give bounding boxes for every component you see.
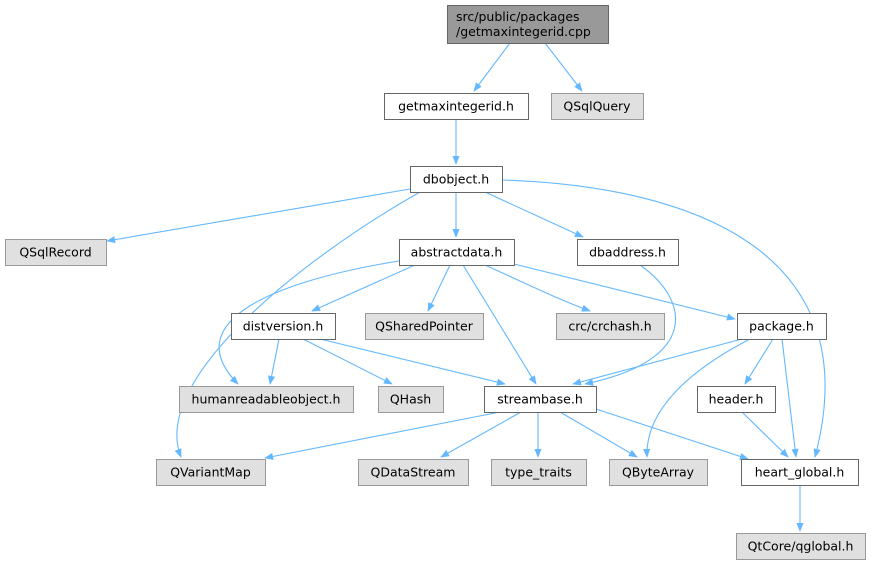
node-box [378, 386, 444, 413]
edge-abstractdata-h-to-streambase-h [462, 264, 537, 385]
nodes-layer: src/public/packages/getmaxintegerid.cpp g… [5, 5, 866, 560]
node-box [384, 93, 529, 120]
node-label: /getmaxintegerid.cpp [456, 24, 591, 39]
node-box [491, 459, 587, 486]
node-qbytearray[interactable]: QByteArray [609, 459, 708, 486]
edge-streambase-h-to-qbytearray [559, 411, 638, 458]
node-root[interactable]: src/public/packages/getmaxintegerid.cpp [447, 5, 609, 44]
node-qglobal-h[interactable]: QtCore/qglobal.h [736, 533, 866, 560]
node-label: src/public/packages [456, 9, 580, 24]
node-label: QSharedPointer [375, 319, 474, 334]
node-getmaxintegerid-h[interactable]: getmaxintegerid.h [384, 93, 529, 120]
node-type-traits[interactable]: type_traits [491, 459, 587, 486]
edge-abstractdata-h-to-humanreadableobject-h [218, 260, 400, 385]
edges-layer [106, 42, 826, 532]
node-streambase-h[interactable]: streambase.h [484, 386, 597, 413]
node-qsqlquery[interactable]: QSqlQuery [551, 93, 644, 120]
node-heart-global-h[interactable]: heart_global.h [741, 459, 859, 486]
node-box [410, 166, 503, 193]
node-box [365, 313, 484, 340]
edge-abstractdata-h-to-package-h [513, 263, 736, 321]
edge-dbobject-h-to-dbaddress-h [484, 191, 584, 238]
node-header-h[interactable]: header.h [697, 386, 776, 413]
edge-abstractdata-h-to-crchash-h [484, 264, 591, 312]
node-label: QVariantMap [170, 465, 251, 480]
node-box [231, 313, 336, 340]
edge-package-h-to-header-h [744, 338, 774, 385]
node-label: crc/crchash.h [568, 319, 651, 334]
node-label: QSqlRecord [19, 245, 91, 260]
edge-distversion-h-to-humanreadableobject-h [268, 338, 280, 385]
node-qsharedpointer[interactable]: QSharedPointer [365, 313, 484, 340]
edge-package-h-to-heart-global-h [781, 338, 799, 458]
node-abstractdata-h[interactable]: abstractdata.h [399, 239, 515, 266]
node-label: dbaddress.h [589, 245, 666, 260]
node-label: heart_global.h [755, 465, 845, 480]
node-box [179, 386, 354, 413]
edge-root-to-qsqlquery [544, 42, 583, 92]
edge-dbobject-h-to-qsqlrecord [106, 188, 411, 244]
node-label: QHash [390, 392, 431, 407]
node-dbobject-h[interactable]: dbobject.h [410, 166, 503, 193]
node-label: QSqlQuery [563, 99, 631, 114]
node-qhash[interactable]: QHash [378, 386, 444, 413]
node-box [737, 313, 827, 340]
node-box [551, 93, 644, 120]
node-box [577, 239, 679, 266]
edge-dbobject-h-to-heart-global-h [501, 179, 826, 458]
edge-dbaddress-h-to-streambase-h [584, 264, 677, 386]
edge-abstractdata-h-to-qsharedpointer [427, 264, 451, 312]
node-label: streambase.h [497, 392, 583, 407]
edge-package-h-to-streambase-h [572, 338, 743, 386]
edge-abstractdata-h-to-distversion-h [311, 264, 416, 312]
node-box [358, 459, 469, 486]
edge-streambase-h-to-heart-global-h [595, 408, 749, 460]
node-label: QtCore/qglobal.h [748, 539, 854, 554]
node-box [447, 5, 609, 44]
node-box [156, 459, 266, 486]
edge-streambase-h-to-qvariantmap [264, 411, 501, 460]
node-qsqlrecord[interactable]: QSqlRecord [5, 239, 107, 266]
node-crchash-h[interactable]: crc/crchash.h [556, 313, 665, 340]
node-label: abstractdata.h [411, 245, 503, 260]
node-label: dbobject.h [423, 172, 489, 187]
node-label: header.h [709, 392, 764, 407]
edge-root-to-getmaxintegerid-h [473, 42, 511, 92]
node-box [484, 386, 597, 413]
edge-header-h-to-heart-global-h [741, 411, 789, 458]
node-box [399, 239, 515, 266]
node-label: getmaxintegerid.h [398, 99, 514, 114]
node-label: humanreadableobject.h [192, 392, 341, 407]
node-label: distversion.h [243, 319, 324, 334]
node-label: QByteArray [622, 465, 695, 480]
node-label: QDataStream [371, 465, 456, 480]
node-box [556, 313, 665, 340]
edge-package-h-to-qbytearray [643, 338, 751, 458]
node-dbaddress-h[interactable]: dbaddress.h [577, 239, 679, 266]
node-box [697, 386, 776, 413]
node-box [736, 533, 866, 560]
node-box [5, 239, 107, 266]
node-label: type_traits [505, 465, 572, 480]
edge-distversion-h-to-qhash [302, 338, 393, 385]
edge-streambase-h-to-qdatastream [440, 411, 522, 458]
node-qvariantmap[interactable]: QVariantMap [156, 459, 266, 486]
node-box [741, 459, 859, 486]
node-package-h[interactable]: package.h [737, 313, 827, 340]
node-humanreadableobject-h[interactable]: humanreadableobject.h [179, 386, 354, 413]
node-box [609, 459, 708, 486]
node-distversion-h[interactable]: distversion.h [231, 313, 336, 340]
node-qdatastream[interactable]: QDataStream [358, 459, 469, 486]
edge-distversion-h-to-streambase-h [319, 338, 506, 386]
node-label: package.h [749, 319, 814, 334]
